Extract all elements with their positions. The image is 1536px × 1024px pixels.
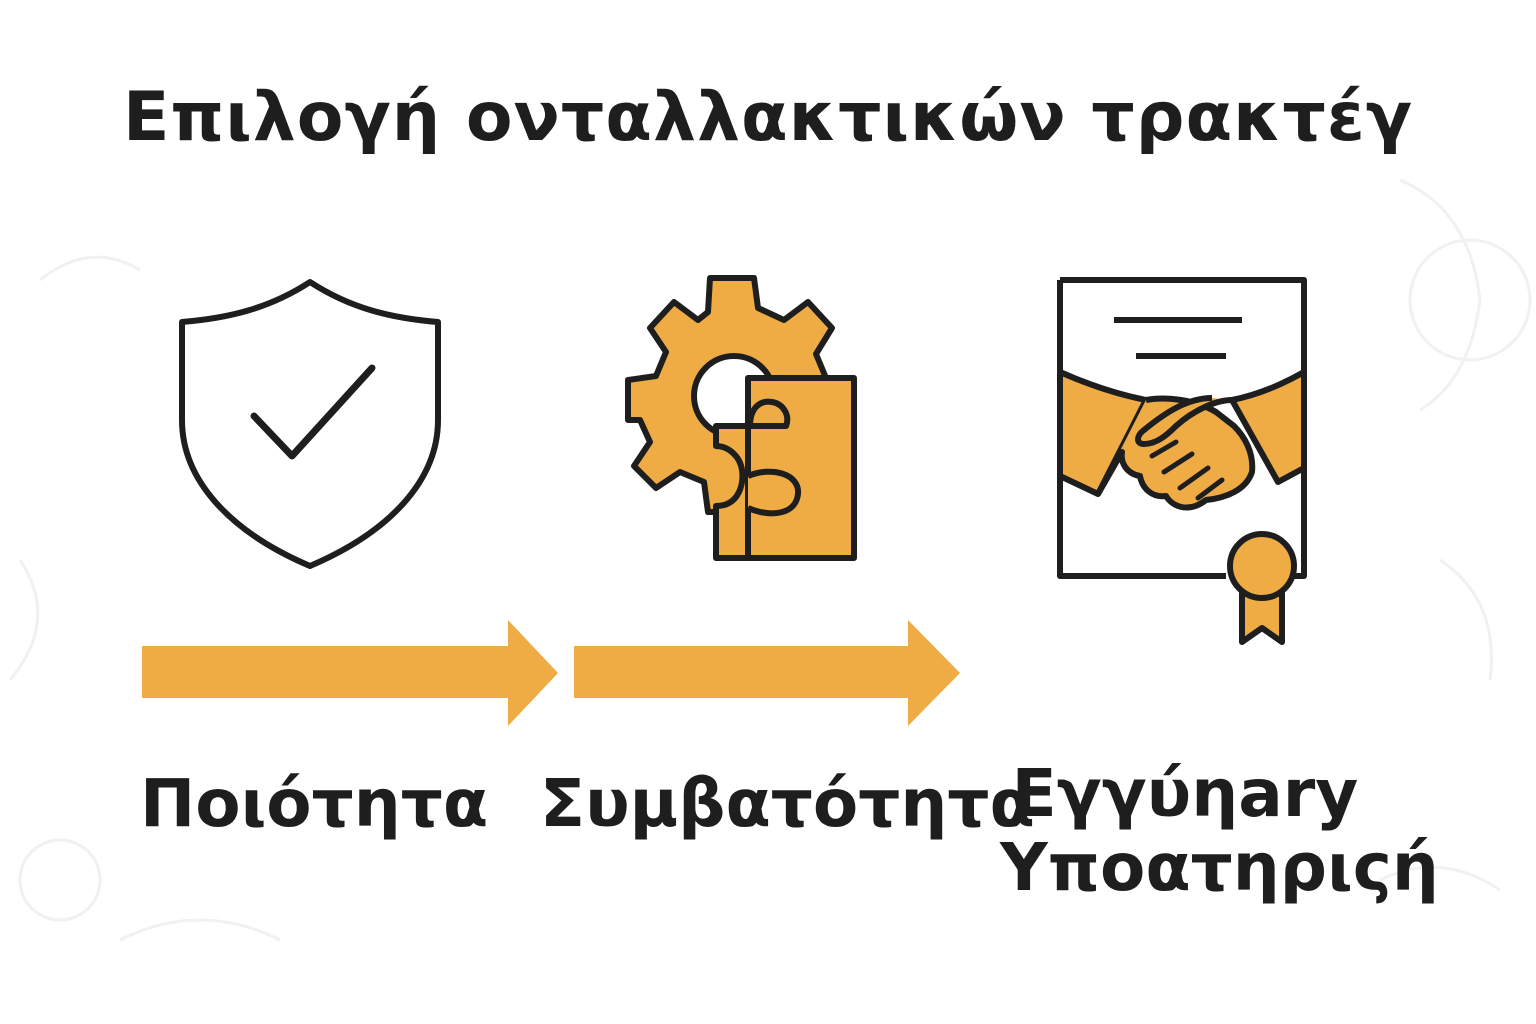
shield-check-icon — [179, 279, 441, 569]
certificate-handshake-icon — [1057, 277, 1307, 645]
step-label-compatibility: Συμβατότητα — [540, 765, 1035, 842]
step-label-quality: Ποιότητα — [140, 765, 489, 842]
arrow-step-1-to-2 — [142, 620, 558, 726]
arrow-step-2-to-3 — [574, 620, 960, 726]
page-title: Επιλογή ονταλλακτικών τρακτέγ — [122, 78, 1414, 157]
gear-puzzle-icon — [625, 275, 857, 561]
step-label-warranty-line2: Υποατηριςή — [1000, 829, 1439, 906]
step-label-warranty-line1: Εγγύηary — [1011, 755, 1359, 832]
